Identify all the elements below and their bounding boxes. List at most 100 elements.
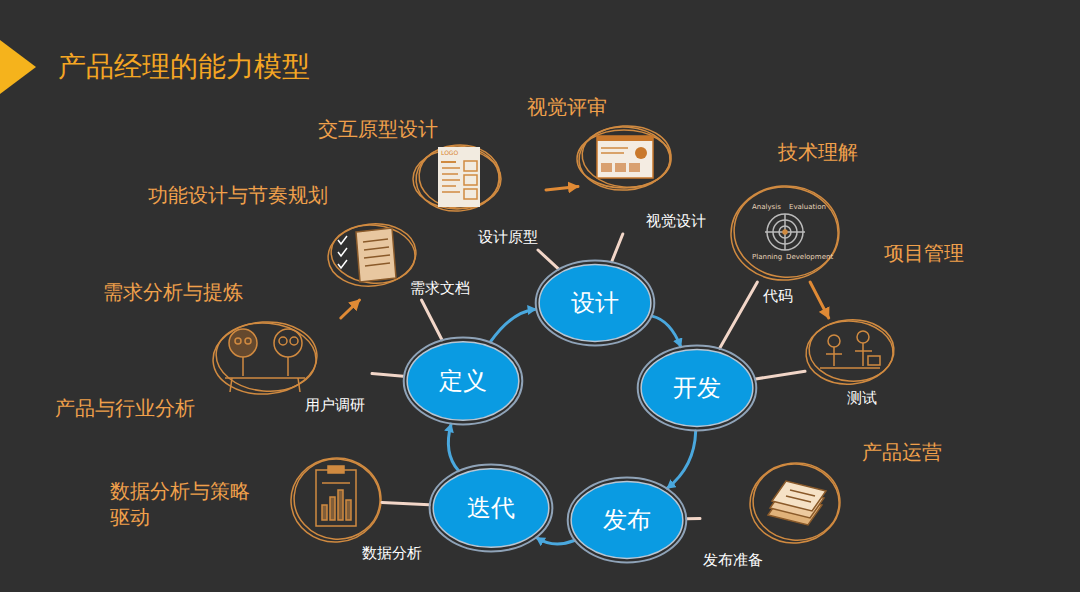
link-line xyxy=(372,374,403,377)
cycle-arrow xyxy=(667,431,695,488)
user-research-sketch-stroke xyxy=(213,319,319,395)
circle-fill xyxy=(539,265,651,342)
testing-sketch-stroke xyxy=(820,367,880,369)
illustration-caption: 设计原型 xyxy=(476,229,540,246)
illustration-word: Development xyxy=(786,253,833,262)
skill-arrow xyxy=(546,186,578,190)
skill-illustration: 数据分析 xyxy=(290,457,382,543)
stage-name: 发布 xyxy=(603,504,651,536)
testing-sketch-stroke xyxy=(807,318,895,384)
skill-label: 项目管理 xyxy=(884,240,964,266)
user-research-sketch-stroke xyxy=(235,338,241,344)
testing-sketch-stroke xyxy=(828,335,840,347)
prototype-sketch-stroke xyxy=(438,147,480,207)
illustration-caption: 视觉设计 xyxy=(644,213,708,230)
user-research-sketch-stroke xyxy=(245,338,251,344)
code-cycle-sketch-stroke xyxy=(730,183,841,282)
stage-circle: 开发 xyxy=(640,348,754,428)
skill-label: 数据分析与策略驱动 xyxy=(110,478,262,530)
illustration-word: Analysis xyxy=(752,203,781,212)
circle-scribble xyxy=(536,261,655,346)
circle-scribble xyxy=(404,338,523,425)
illustration-word: Evaluation xyxy=(789,203,826,212)
title: 产品经理的能力模型 xyxy=(58,48,310,86)
circle-fill xyxy=(407,342,519,421)
data-analysis-sketch-stroke xyxy=(346,500,351,520)
stage-name: 开发 xyxy=(673,372,721,404)
testing-sketch-stroke xyxy=(803,316,896,387)
skill-label: 产品运营 xyxy=(862,439,942,465)
data-analysis-sketch xyxy=(288,454,385,546)
illustration-caption: 数据分析 xyxy=(360,545,424,562)
user-research-sketch-stroke xyxy=(229,329,257,357)
skill-illustration: 需求文档 xyxy=(326,220,476,300)
user-research-sketch-stroke xyxy=(279,337,287,345)
link-line xyxy=(422,300,442,340)
visual-design-sketch-stroke xyxy=(577,130,671,188)
requirement-doc-sketch-stroke xyxy=(364,247,389,250)
title-triangle-stroke xyxy=(0,40,36,94)
visual-design-sketch-stroke xyxy=(597,136,653,178)
code-cycle-sketch xyxy=(728,182,842,283)
skill-label: 功能设计与节奏规划 xyxy=(148,182,328,208)
data-analysis-sketch-stroke xyxy=(322,482,350,484)
skill-label: 交互原型设计 xyxy=(318,116,438,142)
release-prep-sketch-stroke xyxy=(750,460,842,543)
testing-sketch xyxy=(803,316,896,387)
testing-sketch-stroke xyxy=(826,353,842,355)
stage-name: 定义 xyxy=(439,365,487,397)
requirement-doc-sketch-stroke xyxy=(329,222,418,287)
circle-fill xyxy=(571,482,683,559)
testing-sketch-stroke xyxy=(855,350,872,352)
illustration-caption: 发布准备 xyxy=(701,552,765,569)
data-analysis-sketch-stroke xyxy=(328,466,344,473)
visual-design-sketch-stroke xyxy=(601,147,628,149)
data-analysis-sketch-stroke xyxy=(288,454,385,546)
requirement-doc-sketch-stroke xyxy=(338,260,347,268)
skill-illustration: 视觉设计 xyxy=(578,124,712,234)
user-research-sketch-stroke xyxy=(225,377,305,379)
user-research-sketch-stroke xyxy=(298,378,300,392)
link-line xyxy=(382,502,429,504)
link-line xyxy=(612,234,623,262)
cycle-arrow xyxy=(490,309,535,342)
link-line xyxy=(687,517,700,520)
skill-illustration: 用户调研 xyxy=(208,318,372,416)
circle-scribble xyxy=(568,478,687,563)
requirement-doc-sketch-stroke xyxy=(338,236,347,244)
prototype-sketch-stroke xyxy=(442,167,460,169)
user-research-sketch-stroke xyxy=(211,318,320,397)
prototype-sketch-stroke xyxy=(442,191,460,193)
skill-label: 视觉评审 xyxy=(527,94,607,120)
skill-label: 产品与行业分析 xyxy=(55,395,195,421)
visual-design-sketch-stroke xyxy=(577,123,673,193)
visual-design-sketch-stroke xyxy=(615,163,626,172)
release-prep-sketch-stroke xyxy=(790,490,815,496)
title-triangle xyxy=(0,40,36,94)
illustration-word: Planning xyxy=(752,253,782,262)
visual-design-sketch-stroke xyxy=(601,152,624,154)
skill-illustration: 代码 xyxy=(730,185,840,282)
skill-illustration: 设计原型 xyxy=(416,144,546,250)
requirement-doc-sketch-stroke xyxy=(338,248,347,256)
requirement-doc-sketch xyxy=(325,220,419,291)
testing-sketch-stroke xyxy=(862,343,864,366)
data-analysis-sketch-stroke xyxy=(316,470,356,526)
prototype-sketch-stroke xyxy=(464,189,477,199)
stage-name: 迭代 xyxy=(467,492,515,524)
skill-illustration: 测试 xyxy=(805,318,900,410)
skill-arrow xyxy=(810,282,829,318)
visual-design-sketch-stroke xyxy=(635,147,647,159)
requirement-doc-sketch-stroke xyxy=(365,263,390,266)
illustration-word: LOGO xyxy=(441,149,458,157)
prototype-sketch-stroke xyxy=(441,161,456,163)
illustration-caption: 代码 xyxy=(761,288,795,305)
testing-sketch-stroke xyxy=(833,347,835,366)
prototype-sketch-stroke xyxy=(464,175,477,185)
data-analysis-sketch-stroke xyxy=(291,455,384,542)
prototype-sketch-stroke xyxy=(442,185,456,187)
cycle-arrow xyxy=(448,424,458,471)
release-prep-sketch-stroke xyxy=(772,481,826,511)
stage-circle: 设计 xyxy=(538,263,652,343)
skill-label: 需求分析与提炼 xyxy=(103,279,243,305)
